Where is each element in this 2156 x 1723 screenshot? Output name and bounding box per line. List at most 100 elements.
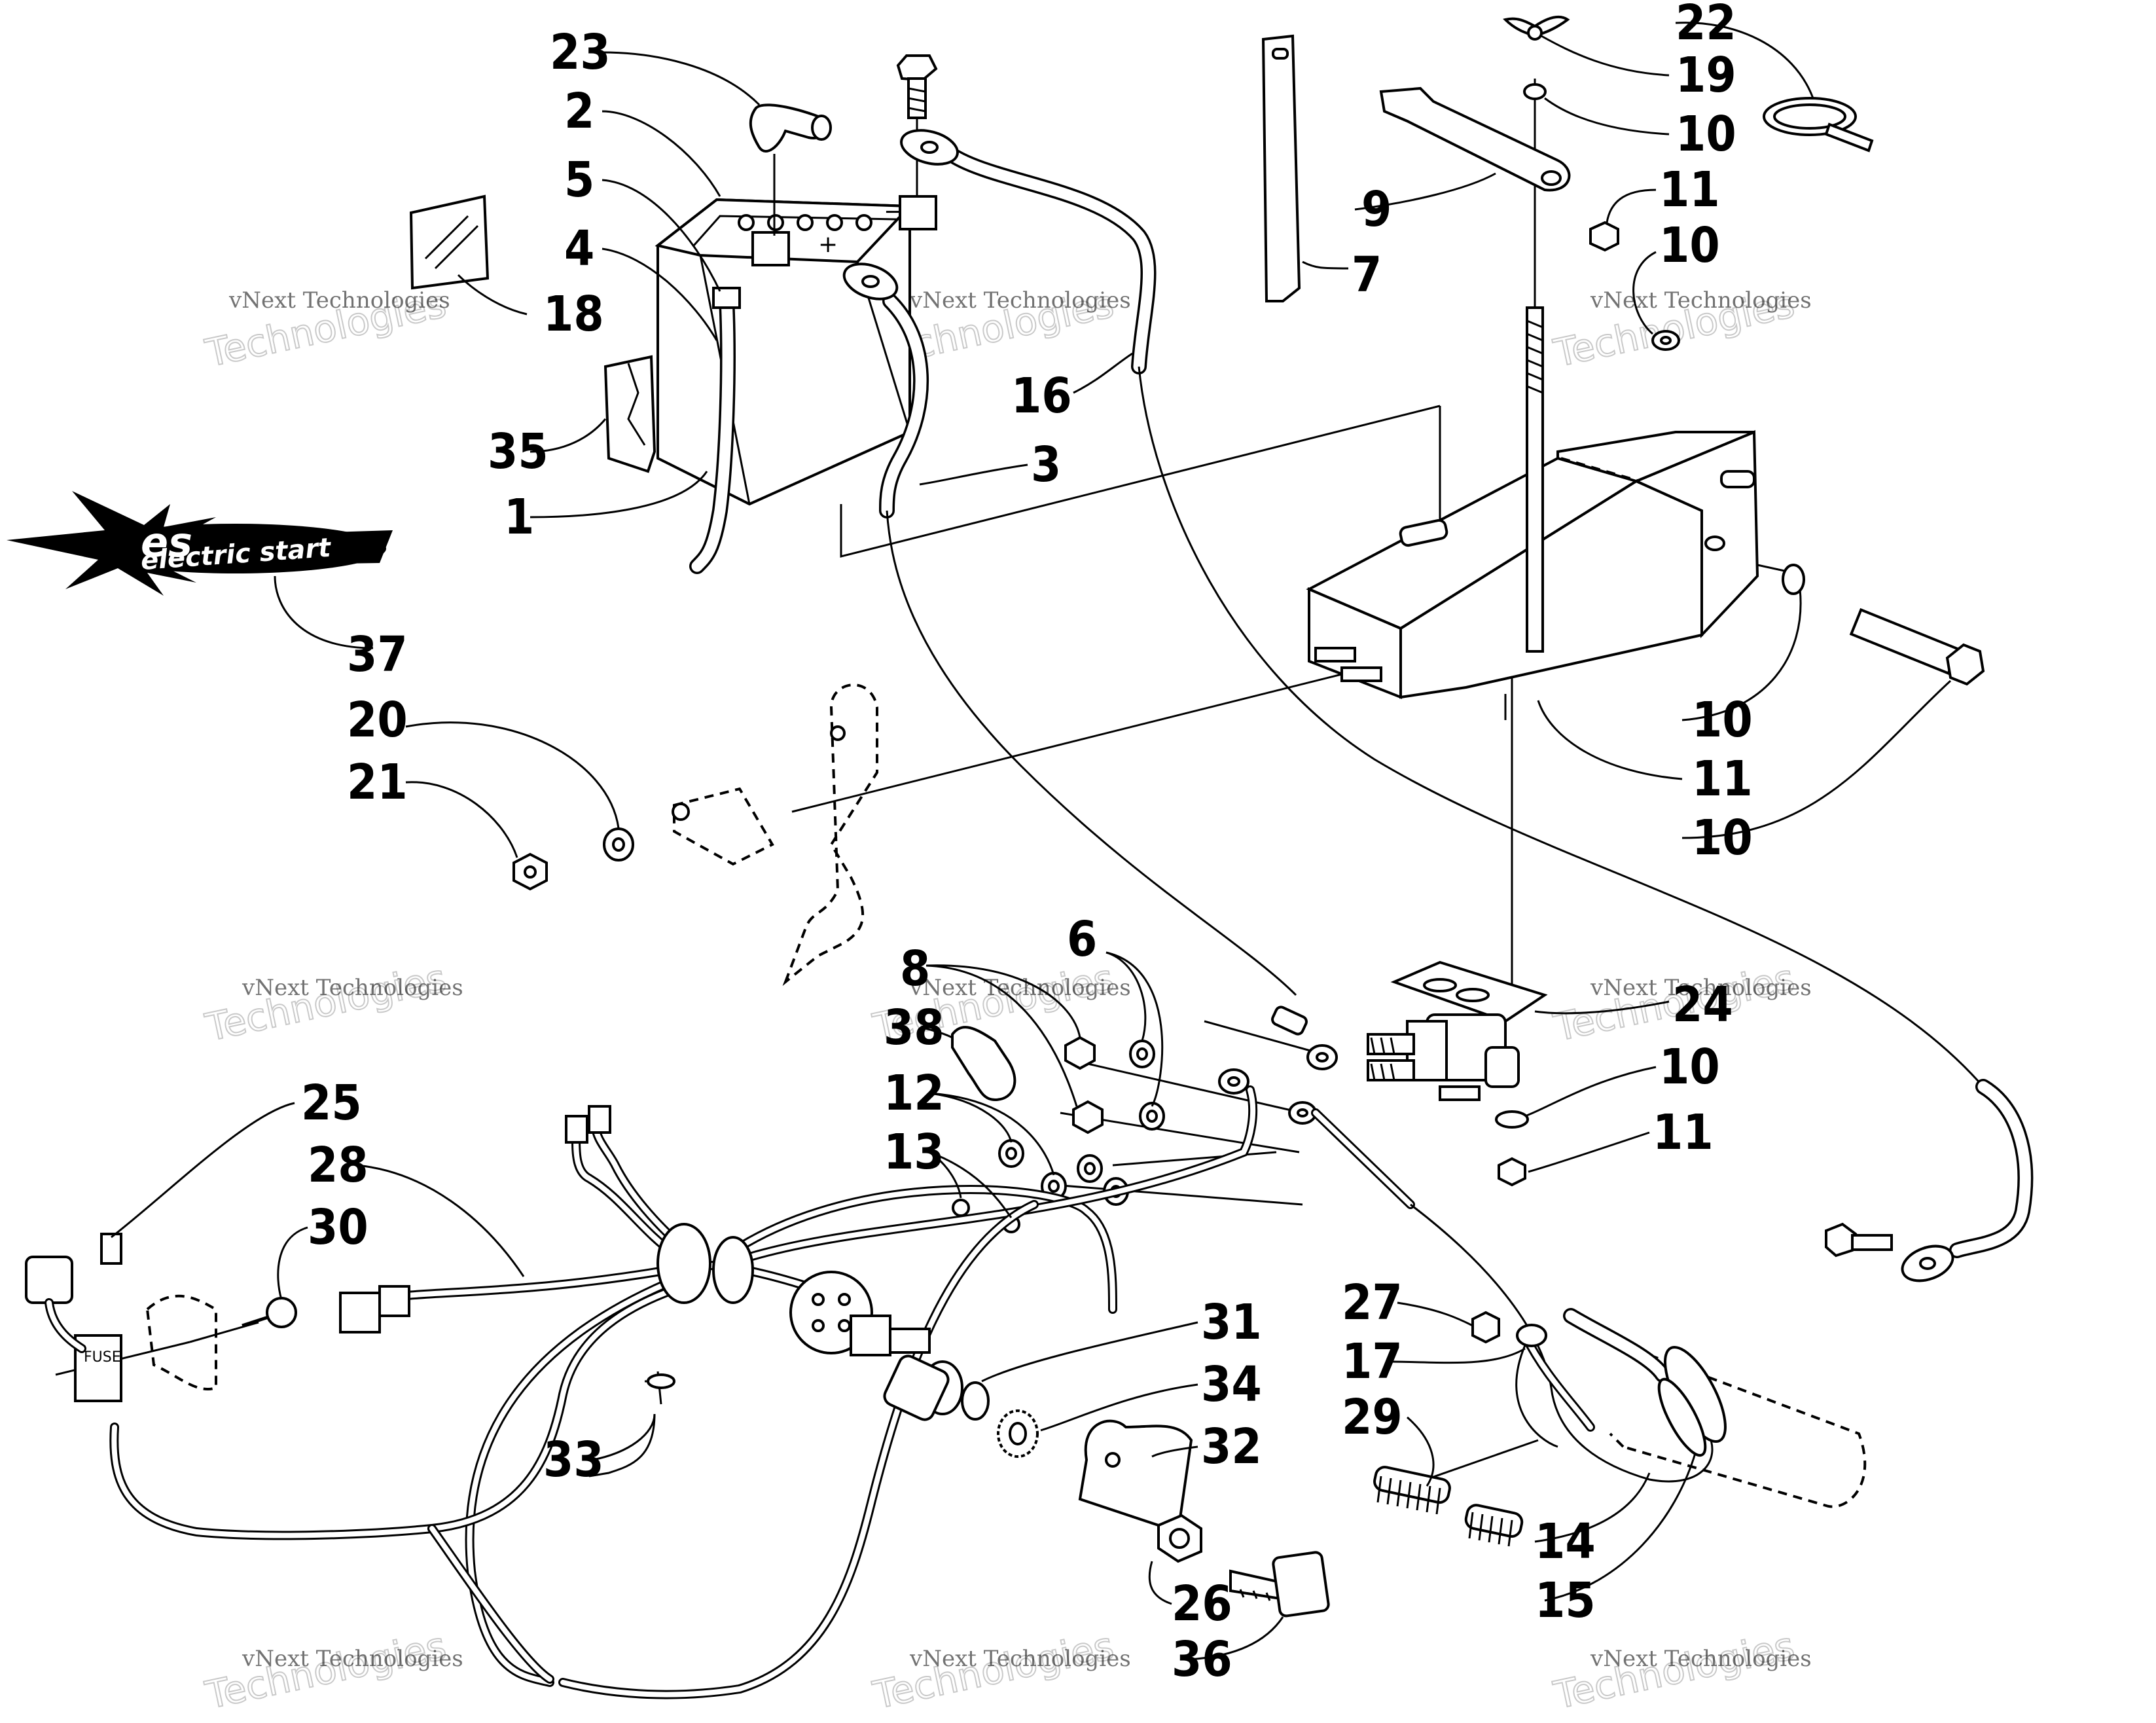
harness-spade-terminals xyxy=(565,1105,611,1144)
nut xyxy=(1498,1157,1526,1187)
callout-7: 7 xyxy=(1352,247,1382,303)
battery-decal xyxy=(409,194,490,290)
watermark-small: vNext Technologies xyxy=(1590,287,1812,314)
callout-11: 11 xyxy=(1659,162,1720,218)
negative-terminal xyxy=(899,195,937,230)
callout-17: 17 xyxy=(1342,1333,1403,1390)
callout-24: 24 xyxy=(1672,977,1733,1033)
battery-vent-tube xyxy=(689,287,741,574)
callout-8: 8 xyxy=(900,941,930,997)
watermark-small: vNext Technologies xyxy=(1590,975,1812,1001)
callout-28: 28 xyxy=(308,1137,368,1193)
hold-down-bracket xyxy=(1379,86,1571,192)
connector-leader xyxy=(588,1413,656,1478)
watermark-small: vNext Technologies xyxy=(228,287,450,314)
callout-25: 25 xyxy=(301,1075,362,1131)
callout-10: 20 xyxy=(347,692,408,748)
electric-start-logo: es electric start xyxy=(7,491,393,596)
watermark-small: vNext Technologies xyxy=(1590,1646,1812,1672)
svg-text:−: − xyxy=(884,198,903,225)
tray-slot xyxy=(1399,518,1448,547)
screw xyxy=(242,1297,297,1328)
ring-terminals xyxy=(1218,1006,1338,1125)
callout-34: 34 xyxy=(1201,1356,1262,1413)
callout-9: 9 xyxy=(1361,181,1392,238)
spark-plug-wire xyxy=(1471,1311,1558,1448)
battery-pad xyxy=(603,355,656,473)
nut xyxy=(1589,221,1619,252)
washer xyxy=(1495,1110,1529,1129)
solenoid-icon xyxy=(1367,960,1548,1088)
positive-battery-cable xyxy=(842,263,929,518)
callout-26: 26 xyxy=(1172,1576,1232,1632)
svg-text:FUSE: FUSE xyxy=(84,1349,121,1366)
ignition-switch-icon xyxy=(850,1315,990,1421)
negative-battery-cable xyxy=(900,129,1157,374)
callout-22: 22 xyxy=(1676,0,1736,51)
callout-10: 10 xyxy=(1676,106,1736,162)
callout-3: 3 xyxy=(1031,437,1061,493)
callout-4: 4 xyxy=(564,221,594,277)
ground-cable-end xyxy=(1901,1079,2034,1282)
terminal-cap xyxy=(951,1026,1016,1102)
washer xyxy=(1523,83,1547,100)
callout-36: 36 xyxy=(1172,1631,1232,1688)
watermark-small: vNext Technologies xyxy=(242,1646,463,1672)
callout-32: 32 xyxy=(1201,1419,1262,1475)
watermark-small: vNext Technologies xyxy=(909,287,1131,314)
callout-15: 15 xyxy=(1535,1572,1596,1629)
callout-labels: 23 2 5 4 18 35 1 3 16 37 7 9 22 19 10 11… xyxy=(301,0,1753,1688)
callout-38: 38 xyxy=(884,1000,944,1056)
tray-studs xyxy=(1314,647,1382,682)
tray-bolt xyxy=(1849,608,1985,686)
spring-pair xyxy=(1373,1466,1524,1547)
wiring-harness-icon xyxy=(109,1085,1258,1699)
negative-cable-route xyxy=(1138,366,1985,1087)
callout-30: 30 xyxy=(308,1199,368,1256)
callout-20: 11 xyxy=(1692,751,1753,807)
watermark-small: vNext Technologies xyxy=(909,1646,1131,1672)
harness-connector-socket xyxy=(339,1285,410,1333)
callout-37: 37 xyxy=(347,626,408,683)
battery-tray-icon xyxy=(1306,430,1759,720)
callout-33: 33 xyxy=(543,1432,604,1488)
callout-19: 19 xyxy=(1676,47,1736,103)
callout-6: 6 xyxy=(1067,911,1097,968)
battery-vent-caps xyxy=(738,214,872,231)
engine-wire-group xyxy=(1410,1203,1867,1508)
battery-strap xyxy=(1261,34,1301,302)
ignition-plate xyxy=(1078,1419,1193,1534)
callout-13: 13 xyxy=(884,1124,944,1180)
terminal-boot xyxy=(749,103,832,236)
callout-21: 10 xyxy=(1692,810,1753,866)
ground-bolt xyxy=(1825,1222,1893,1258)
switch-nut xyxy=(1157,1514,1202,1563)
callout-11: 21 xyxy=(347,754,408,810)
callout-18: 18 xyxy=(543,286,604,342)
callout-29: 29 xyxy=(1342,1389,1403,1445)
callout-2: 2 xyxy=(564,83,594,139)
callout-10: 10 xyxy=(1692,692,1753,748)
washer xyxy=(1782,564,1805,595)
callout-10: 10 xyxy=(1659,217,1720,274)
callout-16: 16 xyxy=(1011,368,1072,424)
logo-badge: es xyxy=(141,518,192,566)
callout-14: 14 xyxy=(1535,1514,1596,1570)
hold-down-rod xyxy=(1526,306,1544,653)
callout-12: 12 xyxy=(884,1065,944,1121)
callout-11: 11 xyxy=(1653,1104,1714,1161)
fuse-holder-icon: FUSE xyxy=(25,1233,217,1402)
callout-5: 5 xyxy=(564,152,594,208)
positive-cable-route xyxy=(886,510,1297,996)
callout-23: 23 xyxy=(550,24,611,81)
callout-27: 27 xyxy=(1342,1275,1403,1331)
svg-text:+: + xyxy=(818,231,838,258)
terminal-bolt xyxy=(896,54,938,196)
positive-terminal xyxy=(751,231,790,266)
wing-nut xyxy=(1503,15,1570,41)
callout-1: 1 xyxy=(504,489,534,545)
mounting-bracket-reference xyxy=(672,683,878,987)
callout-31: 31 xyxy=(1201,1294,1262,1351)
